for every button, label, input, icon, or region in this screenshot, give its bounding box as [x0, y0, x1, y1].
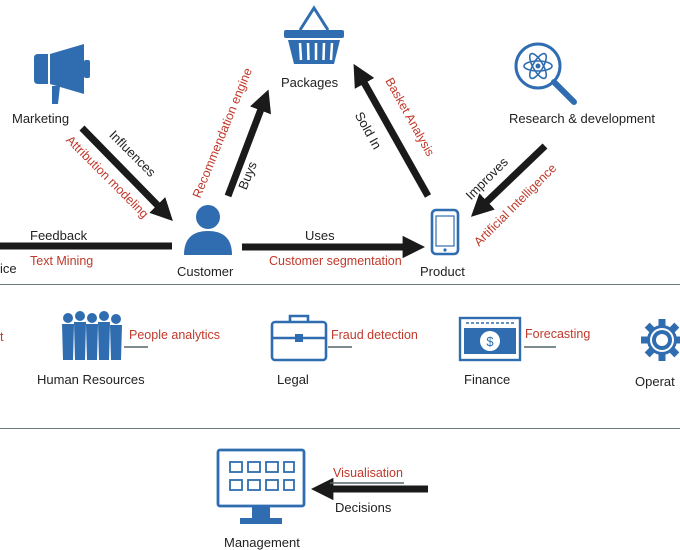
arrow-research-product	[470, 143, 548, 217]
marketing-label: Marketing	[12, 111, 70, 126]
arrow-product-packages	[353, 63, 432, 198]
money-icon: $	[458, 316, 522, 362]
hr-label: Human Resources	[37, 372, 145, 387]
separator-top	[0, 284, 680, 285]
operations-label-partial: Operat	[635, 374, 675, 389]
product-label: Product	[420, 264, 465, 279]
visualisation-label: Visualisation	[333, 466, 403, 480]
gear-icon	[641, 319, 680, 361]
people-analytics-label: People analytics	[129, 328, 221, 342]
text-mining-label: Text Mining	[30, 254, 94, 268]
people-group-icon	[62, 311, 122, 360]
megaphone-icon	[34, 44, 90, 104]
feedback-label: Feedback	[30, 228, 88, 243]
monitor-dashboard-icon	[216, 448, 306, 524]
packages-label: Packages	[281, 75, 339, 90]
arrow-marketing-customer	[79, 125, 173, 222]
briefcase-icon	[270, 314, 328, 362]
research-label: Research & development	[509, 111, 655, 126]
arrow-customer-packages	[224, 89, 271, 198]
finance-label: Finance	[464, 372, 511, 387]
separator-bottom	[0, 428, 680, 429]
legal-label: Legal	[277, 372, 309, 387]
management-label: Management	[224, 535, 300, 550]
basket-icon	[284, 5, 344, 64]
segmentation-label: Customer segmentation	[269, 254, 402, 268]
service-label-partial: ice	[0, 261, 17, 276]
customer-label: Customer	[177, 264, 234, 279]
person-icon	[184, 205, 232, 255]
left-partial-label: t	[0, 330, 4, 344]
decisions-label: Decisions	[335, 500, 392, 515]
uses-label: Uses	[305, 228, 335, 243]
fraud-detection-label: Fraud detection	[331, 328, 418, 342]
smartphone-icon	[430, 208, 460, 256]
svg-text:$: $	[486, 334, 494, 349]
atom-magnifier-icon	[514, 42, 577, 105]
forecasting-label: Forecasting	[525, 327, 591, 341]
